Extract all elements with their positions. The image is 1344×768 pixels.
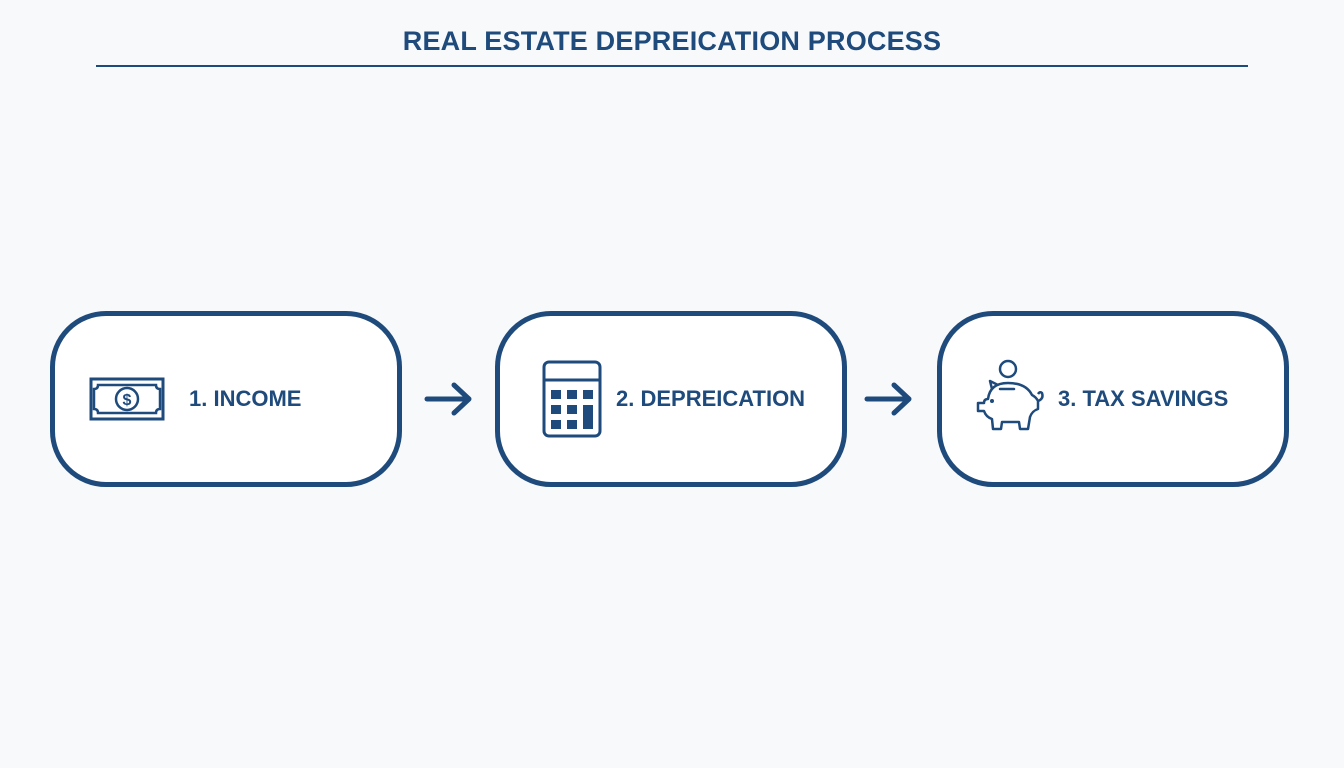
page-title: REAL ESTATE DEPREICATION PROCESS [402,26,942,56]
step-depreciation-box: 2. DEPREICATION [495,311,847,487]
calculator-icon [536,316,608,482]
piggy-bank-icon [970,316,1050,482]
money-bill-icon: $ [87,316,167,482]
step-tax-savings-box: 3. TAX SAVINGS [937,311,1289,487]
step-label: 2. DEPREICATION [616,386,806,411]
step-label: 3. TAX SAVINGS [1058,386,1229,411]
arrow-right-icon [424,379,474,419]
arrow-right-icon [864,379,914,419]
step-label: 1. INCOME [189,386,302,411]
title-divider [96,65,1248,67]
step-income-box: $ 1. INCOME [50,311,402,487]
svg-text:$: $ [123,392,132,409]
